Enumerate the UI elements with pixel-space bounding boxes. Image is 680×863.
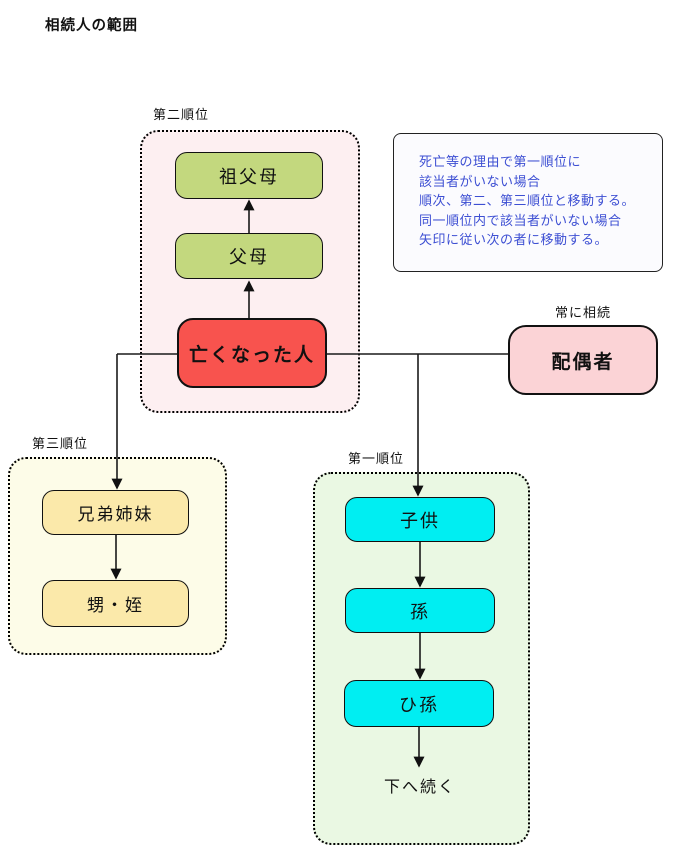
node-great-grandchildren: ひ孫 [344,680,494,727]
note-box: 死亡等の理由で第一順位に 該当者がいない場合 順次、第二、第三順位と移動する。 … [393,133,663,272]
node-nephew-niece: 甥・姪 [42,580,189,627]
spouse-caption: 常に相続 [554,305,611,320]
note-line: 該当者がいない場合 [419,173,541,189]
node-deceased-person: 亡くなった人 [177,318,327,388]
group-label-first-rank: 第一順位 [348,451,405,466]
note-line: 同一順位内で該当者がいない場合 [419,212,622,228]
node-siblings: 兄弟姉妹 [42,490,189,535]
note-line: 順次、第二、第三順位と移動する。 [419,193,636,208]
node-spouse: 配偶者 [508,325,658,395]
continues-below-label: 下へ続く [383,779,456,796]
note-line: 死亡等の理由で第一順位に [419,154,582,169]
note-line: 矢印に従い次の者に移動する。 [419,232,609,247]
node-grandparents: 祖父母 [175,152,323,199]
node-parents: 父母 [175,233,323,279]
page-title: 相続人の範囲 [45,18,138,34]
group-label-second-rank: 第二順位 [153,107,210,122]
node-children: 子供 [345,497,495,542]
group-label-third-rank: 第三順位 [32,436,89,451]
node-grandchildren: 孫 [345,588,495,633]
